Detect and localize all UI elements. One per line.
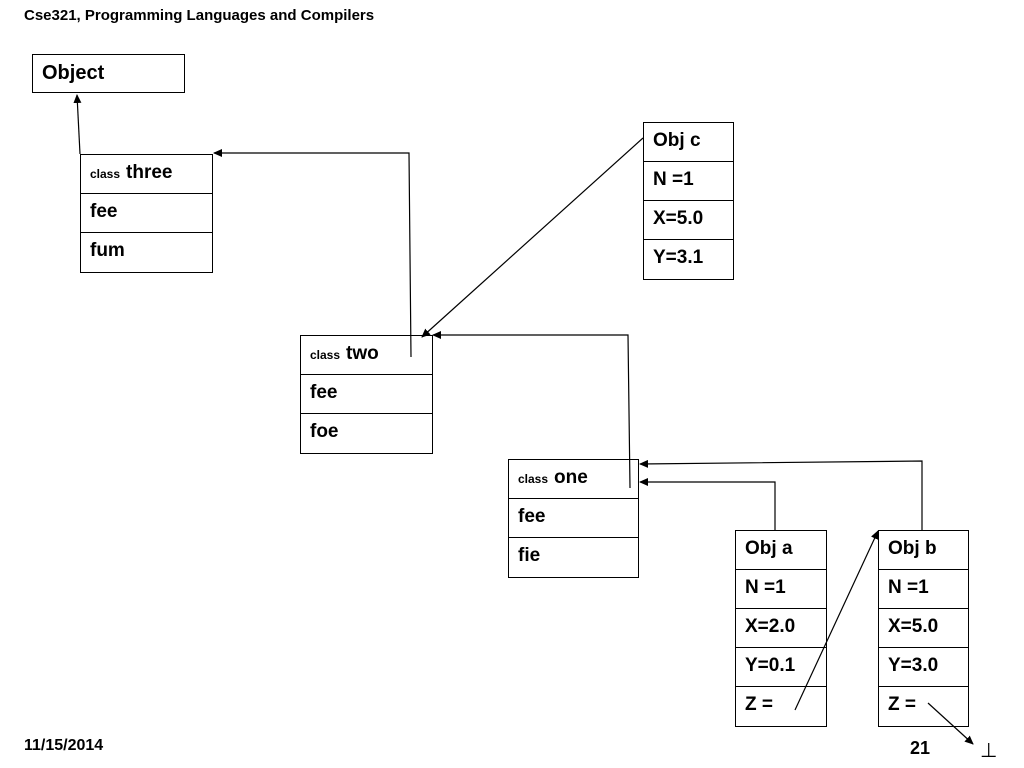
obj-c-field-y: Y=3.1 — [653, 247, 704, 268]
obj-b-field-y: Y=3.0 — [879, 648, 968, 687]
obj-a-field-n: N =1 — [736, 570, 826, 609]
object-class-box: Object — [32, 54, 185, 93]
obj-c-field-x: X=5.0 — [644, 201, 733, 240]
arrow-obja-to-one — [639, 478, 776, 530]
arrow-one-to-two — [432, 331, 631, 489]
obj-a-field-z: Z = — [745, 694, 773, 715]
class-two-method-fee: fee — [301, 375, 432, 414]
arrow-two-to-three — [213, 149, 412, 358]
arrow-objb-to-one — [639, 459, 923, 530]
object-label: Object — [42, 62, 105, 84]
obj-a-field-y: Y=0.1 — [736, 648, 826, 687]
arrow-objb-z-to-bottom — [927, 702, 974, 745]
obj-a-field-x: X=2.0 — [736, 609, 826, 648]
class-keyword: class — [518, 472, 549, 486]
class-keyword: class — [310, 348, 341, 362]
class-one-method-fie: fie — [518, 545, 541, 566]
class-three-method-fee: fee — [81, 194, 212, 233]
obj-b-field-z: Z = — [888, 694, 916, 715]
obj-c-title: Obj c — [644, 123, 733, 162]
class-two-header: class two — [301, 336, 432, 375]
arrow-three-to-object — [73, 94, 82, 155]
class-three-header: class three — [81, 155, 212, 194]
class-one-name: one — [554, 467, 588, 488]
obj-c-box: Obj c N =1 X=5.0 Y=3.1 — [643, 122, 734, 280]
obj-b-title: Obj b — [879, 531, 968, 570]
class-two-name: two — [346, 343, 379, 364]
class-keyword: class — [90, 167, 121, 181]
obj-a-title: Obj a — [736, 531, 826, 570]
class-two-method-foe: foe — [310, 421, 339, 442]
arrow-obja-z-to-objb — [794, 530, 879, 711]
bottom-symbol: ⊥ — [980, 740, 998, 762]
obj-c-field-n: N =1 — [644, 162, 733, 201]
obj-b-field-n: N =1 — [879, 570, 968, 609]
arrow-objc-to-two — [421, 137, 644, 338]
obj-b-box: Obj b N =1 X=5.0 Y=3.0 Z = — [878, 530, 969, 727]
slide-date: 11/15/2014 — [24, 737, 104, 754]
obj-a-box: Obj a N =1 X=2.0 Y=0.1 Z = — [735, 530, 827, 727]
slide-header: Cse321, Programming Languages and Compil… — [24, 7, 375, 24]
class-one-header: class one — [509, 460, 638, 499]
class-three-method-fum: fum — [90, 240, 125, 261]
class-one-method-fee: fee — [509, 499, 638, 538]
page-number: 21 — [910, 738, 931, 758]
class-one-box: class one fee fie — [508, 459, 639, 578]
class-three-name: three — [126, 162, 173, 183]
class-three-box: class three fee fum — [80, 154, 213, 273]
obj-b-field-x: X=5.0 — [879, 609, 968, 648]
